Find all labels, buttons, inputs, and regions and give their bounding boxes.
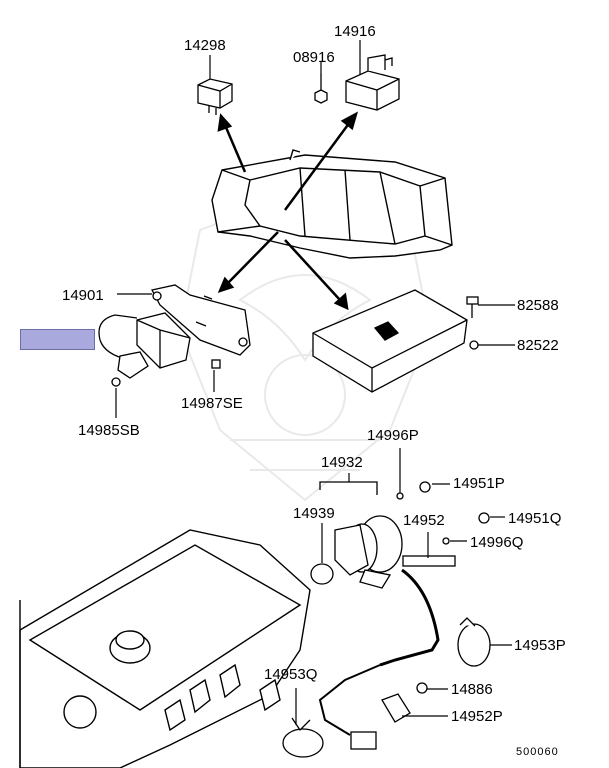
part-label-14996P[interactable]: 14996P bbox=[367, 427, 419, 444]
diagram-code: 500060 bbox=[516, 746, 559, 758]
part-label-14985SB[interactable]: 14985SB bbox=[78, 422, 140, 439]
highlighted-part-marker[interactable] bbox=[20, 329, 95, 350]
part-label-82588[interactable]: 82588 bbox=[517, 297, 559, 314]
engine-cover-drawing bbox=[19, 529, 311, 768]
part-label-14932[interactable]: 14932 bbox=[321, 454, 363, 471]
part-label-14886[interactable]: 14886 bbox=[451, 681, 493, 698]
relay-14298-drawing bbox=[197, 78, 233, 115]
part-label-14996Q[interactable]: 14996Q bbox=[470, 534, 524, 551]
arrow-lines bbox=[217, 111, 359, 311]
ecu-box-drawing bbox=[312, 289, 468, 393]
part-label-14953P[interactable]: 14953P bbox=[514, 637, 566, 654]
part-label-14298[interactable]: 14298 bbox=[184, 37, 226, 54]
part-label-14951P[interactable]: 14951P bbox=[453, 475, 505, 492]
part-label-14987SE[interactable]: 14987SE bbox=[181, 395, 243, 412]
part-label-14952[interactable]: 14952 bbox=[403, 512, 445, 529]
part-label-14901[interactable]: 14901 bbox=[62, 287, 104, 304]
leader-lines bbox=[115, 40, 515, 725]
fasteners-82588-82522-drawing bbox=[111, 296, 479, 387]
bolt-08916-drawing bbox=[314, 73, 328, 104]
part-label-14952P[interactable]: 14952P bbox=[451, 708, 503, 725]
sensor-14901-drawing bbox=[98, 284, 251, 379]
part-label-08916[interactable]: 08916 bbox=[293, 49, 335, 66]
part-label-14939[interactable]: 14939 bbox=[293, 505, 335, 522]
throttle-sensor-drawing bbox=[310, 481, 490, 750]
part-label-82522[interactable]: 82522 bbox=[517, 337, 559, 354]
car-outline-drawing bbox=[211, 149, 453, 259]
module-14916-drawing bbox=[345, 54, 400, 111]
part-label-14951Q[interactable]: 14951Q bbox=[508, 510, 562, 527]
part-label-14953Q[interactable]: 14953Q bbox=[264, 666, 318, 683]
part-label-14916[interactable]: 14916 bbox=[334, 23, 376, 40]
